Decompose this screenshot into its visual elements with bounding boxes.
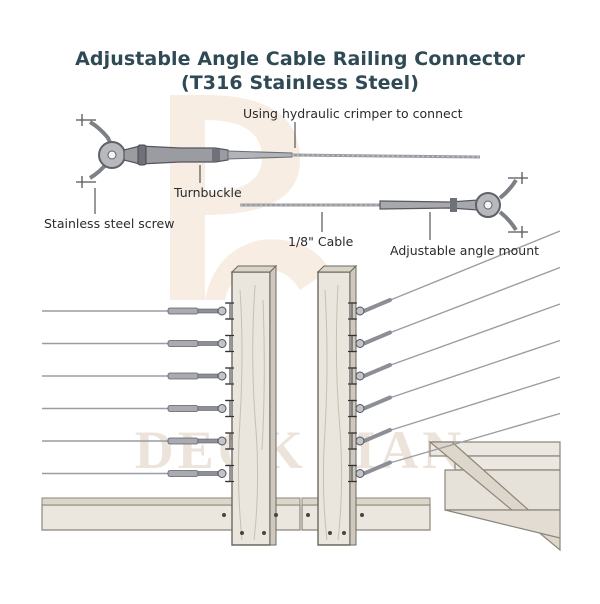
watermark-m-shape [205, 239, 330, 300]
turnbuckle-fitting [167, 405, 199, 412]
watermark-logo [170, 95, 330, 300]
turnbuckle-rod [197, 438, 219, 444]
label-crimper: Using hydraulic crimper to connect [243, 106, 463, 121]
page-subtitle: (T316 Stainless Steel) [180, 72, 420, 94]
label-mount: Adjustable angle mount [390, 243, 540, 258]
cable-segment-top [291, 153, 481, 159]
turnbuckle-assembly [76, 114, 481, 188]
post-left [230, 264, 278, 546]
turnbuckle-rod [197, 373, 219, 379]
angle-fitting [362, 395, 392, 411]
deck-scene [41, 230, 561, 552]
stairs [428, 441, 561, 552]
mount-screw-icon [508, 172, 528, 238]
angle-fitting [362, 330, 392, 346]
watermark-d-shape [170, 95, 300, 300]
cable-right [387, 266, 561, 335]
turnbuckle-fitting [167, 307, 199, 315]
screw-icon [76, 114, 96, 188]
angle-fitting [362, 363, 392, 378]
turnbuckle-rod [197, 406, 219, 411]
mount-eye [355, 306, 365, 316]
cable-right [387, 230, 561, 302]
deck-screws [222, 513, 364, 535]
mount-eye [217, 339, 227, 348]
angle-fitting [362, 460, 392, 476]
mount-sleeve [379, 199, 479, 211]
cable-right [387, 412, 561, 465]
cable-right [387, 376, 561, 432]
label-screw: Stainless steel screw [44, 216, 175, 231]
angle-fitting [362, 298, 392, 313]
turnbuckle-body [123, 145, 229, 165]
turnbuckle-fitting [167, 372, 199, 380]
turnbuckle-fitting [167, 437, 199, 445]
turnbuckle-fitting [167, 340, 199, 347]
callout-lines [94, 122, 431, 240]
mount-eye [217, 436, 227, 446]
turnbuckle-fitting [167, 470, 199, 477]
post-right [316, 264, 358, 546]
mount-eye [217, 306, 227, 316]
label-turnbuckle: Turnbuckle [174, 185, 242, 200]
turnbuckle-rod [197, 308, 219, 314]
mount-eye [217, 469, 227, 478]
right-cable-set [348, 230, 561, 483]
mount-eye [355, 436, 365, 446]
angle-fitting [362, 428, 392, 443]
turnbuckle-rod [197, 341, 219, 346]
adjustable-mount-assembly [240, 172, 528, 238]
turnbuckle-rod [197, 471, 219, 476]
crimp-sleeve [227, 150, 293, 160]
mount-eye [217, 404, 227, 413]
cable-right [387, 339, 561, 400]
watermark-text: DECK MAN [135, 420, 465, 480]
mount-eye [355, 371, 365, 381]
cable-right [387, 303, 561, 367]
page-title: Adjustable Angle Cable Railing Connector [75, 48, 525, 70]
label-cable: 1/8" Cable [288, 234, 354, 249]
left-cable-set [42, 302, 234, 483]
mount-eye [355, 339, 365, 348]
mount-eye [217, 371, 227, 381]
mount-eye [355, 469, 365, 478]
mount-eye [355, 404, 365, 413]
